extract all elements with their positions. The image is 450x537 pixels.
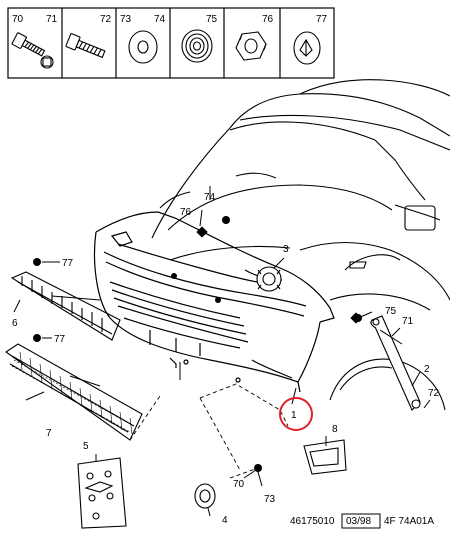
callout-72: 72: [428, 388, 440, 399]
flat-washer-icon: [128, 30, 158, 64]
hex-nut-icon: [235, 31, 267, 61]
callout-6: 6: [12, 318, 18, 329]
callout-5: 5: [83, 441, 89, 452]
leader-lines: [13, 186, 431, 517]
table-label-75: 75: [206, 14, 218, 25]
callout-8: 8: [332, 424, 338, 435]
front-bumper: [93, 211, 335, 393]
footer-ref-number: 46175010: [290, 516, 335, 527]
footer-code: 4F 74A01A: [384, 516, 434, 527]
table-label-73: 73: [120, 14, 132, 25]
parts-table: [7, 7, 335, 79]
upper-grille: [10, 271, 121, 341]
long-bolt-icon: [65, 33, 106, 59]
callout-1: 1: [291, 410, 297, 421]
callout-71: 71: [402, 316, 414, 327]
bolt-with-washer-icon: [11, 32, 54, 69]
table-label-71: 71: [46, 14, 58, 25]
callout-3: 3: [283, 244, 289, 255]
lock-nut-icon: [181, 29, 213, 63]
grommet-part: [194, 483, 216, 509]
callout-4: 4: [222, 515, 228, 526]
callout-77-upper: 77: [62, 258, 74, 269]
callout-70: 70: [233, 479, 245, 490]
dashed-guide-lines: [129, 383, 289, 479]
mounting-plate: [77, 457, 127, 529]
footer-date: 03/98: [346, 516, 371, 527]
bumper-bracket: [370, 315, 421, 411]
lower-grille-mesh: [11, 351, 135, 435]
callout-76: 76: [180, 207, 192, 218]
plastic-clip-icon: [293, 31, 321, 65]
round-nut-part: [256, 266, 282, 292]
table-label-72: 72: [100, 14, 112, 25]
fastener-markers: [33, 216, 362, 472]
table-label-77: 77: [316, 14, 328, 25]
callout-74: 74: [204, 192, 216, 203]
callout-2: 2: [424, 364, 430, 375]
table-label-76: 76: [262, 14, 274, 25]
footer-date-box: [341, 513, 381, 529]
callout-75: 75: [385, 306, 397, 317]
callout-73: 73: [264, 494, 276, 505]
clip-plate: [303, 439, 347, 475]
vehicle-body-outline: [151, 79, 450, 411]
table-label-70: 70: [12, 14, 24, 25]
callout-77-lower: 77: [54, 334, 66, 345]
callout-7: 7: [46, 428, 52, 439]
highlight-circle: [279, 397, 313, 431]
bumper-fixing-points: [171, 273, 221, 303]
table-label-74: 74: [154, 14, 166, 25]
